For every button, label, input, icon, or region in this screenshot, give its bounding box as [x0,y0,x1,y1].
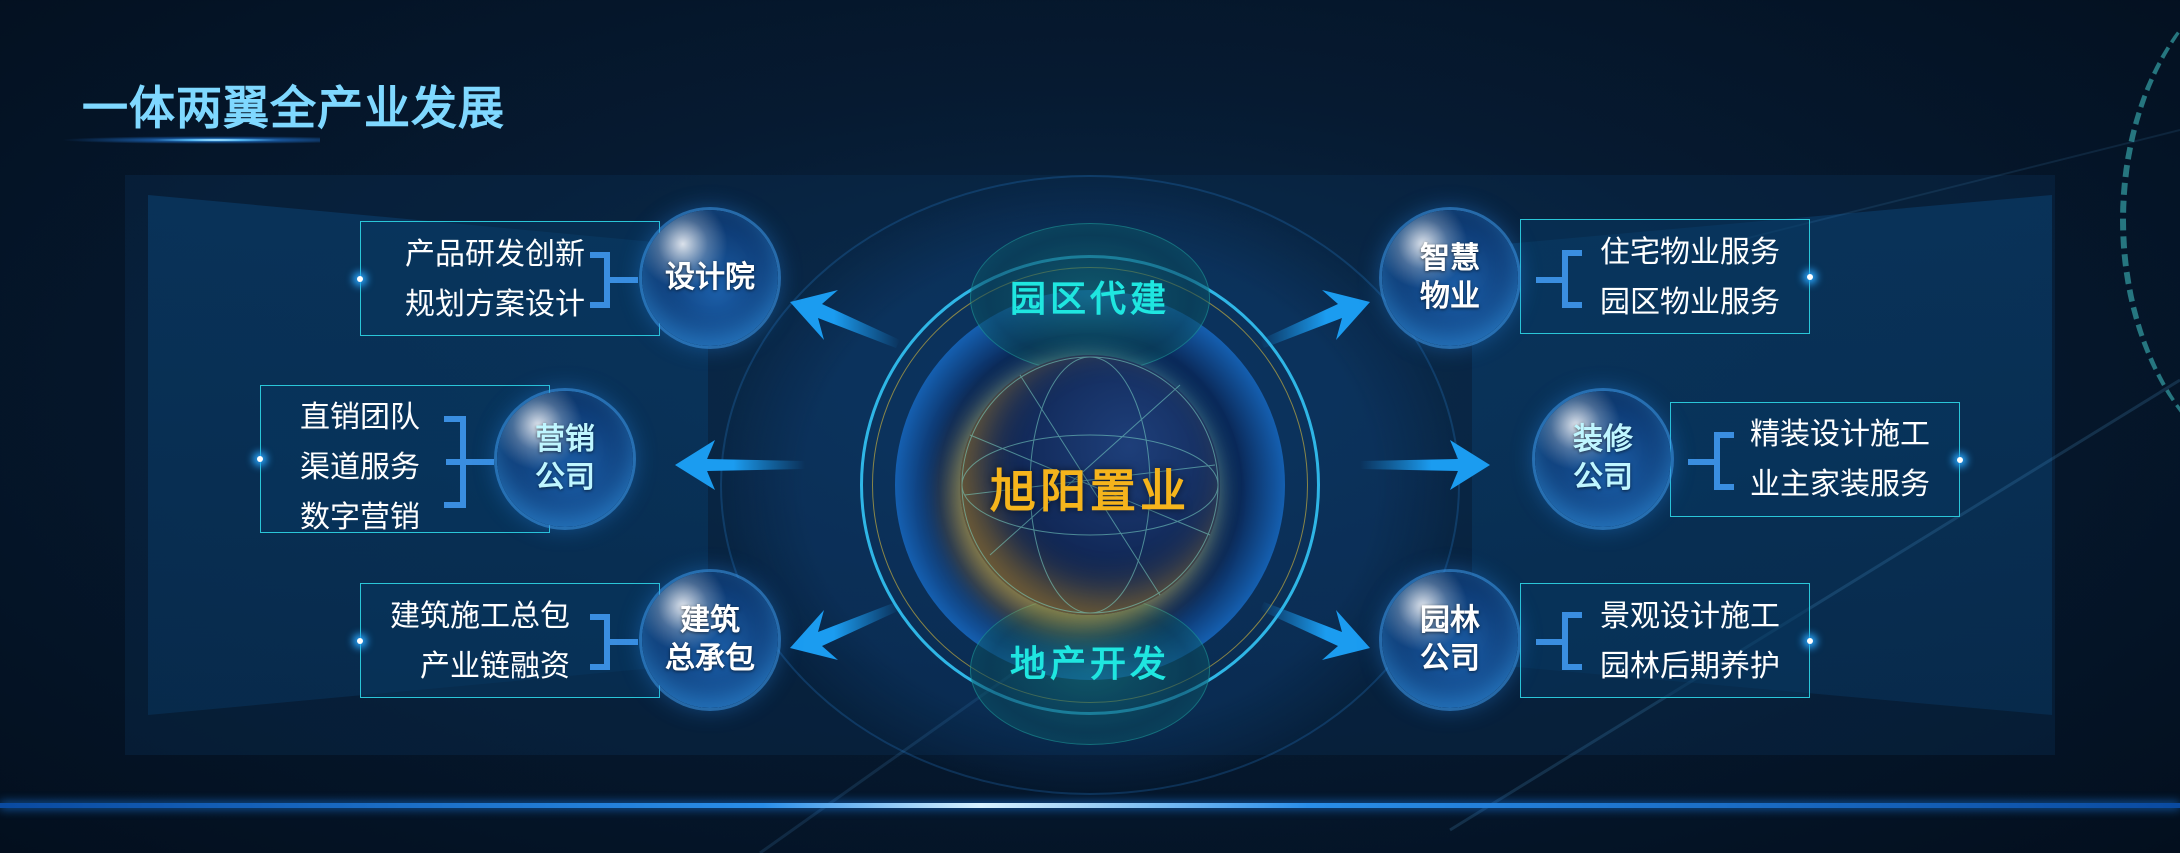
node-label: 建筑 [680,603,740,638]
list-item: 精装设计施工 [1750,417,1930,452]
node-label: 营销 [535,422,595,457]
node-bubble-decoration-company[interactable]: 装修公司 [1535,391,1671,527]
node-label: 智慧 [1420,241,1480,276]
arrow-icon-up-left [790,290,900,348]
top-wing-label: 园区代建 [1009,279,1170,320]
glow-dot [1807,273,1813,280]
bracket-connector [590,252,610,308]
glow-dot [357,275,363,282]
node-label: 公司 [1573,460,1633,495]
title-light-flare [60,136,320,144]
glow-dot [257,456,263,462]
node-bubble-construction-contracting[interactable]: 建筑总承包 [642,572,778,708]
node-label: 装修 [1573,422,1633,457]
node-label: 公司 [535,460,595,495]
list-item: 数字营销 [300,500,420,535]
list-item: 园林后期养护 [1600,649,1780,684]
node-label: 园林 [1420,603,1480,638]
bottom-glow-line [0,803,2180,808]
glow-dot [1957,456,1963,463]
right-node-3-items: 景观设计施工 园林后期养护 [1600,592,1780,692]
node-bubble-smart-property[interactable]: 智慧物业 [1382,210,1518,346]
glow-dot [357,637,363,644]
right-node-1-box [1520,219,1813,334]
left-node-1-items: 产品研发创新 规划方案设计 [385,230,585,330]
bracket-stem [446,459,494,465]
arrow-icon-down-left [790,602,900,660]
list-item: 住宅物业服务 [1600,235,1780,270]
node-bubble-marketing-company[interactable]: 营销公司 [497,391,633,527]
node-bubble-landscape-company[interactable]: 园林公司 [1382,572,1518,708]
node-label: 物业 [1420,279,1480,314]
arrow-icon-up-right [1260,290,1370,348]
list-item: 业主家装服务 [1750,467,1930,502]
node-label: 设计院 [665,260,755,295]
bracket-stem [610,277,638,283]
glow-dot [1807,637,1813,644]
bracket-connector [1562,250,1582,308]
globe-icon [960,355,1220,615]
list-item: 产业链融资 [420,649,570,684]
bottom-wing-bulb [970,595,1210,745]
bracket-connector [1562,612,1582,670]
right-node-3-box [1520,583,1813,698]
arrow-icon-right [1360,440,1490,490]
center-company-label: 旭阳置业 [990,464,1190,518]
left-node-2-items: 直销团队 渠道服务 数字营销 [300,393,420,543]
bracket-stem [610,639,638,645]
arrow-icon-down-right [1260,602,1370,660]
bottom-wing-label: 地产开发 [1009,644,1170,685]
bracket-stem [1688,459,1716,465]
bracket-connector [590,614,610,670]
node-label: 总承包 [665,641,755,676]
bracket-connector [1714,432,1734,490]
center-core: 旭阳置业 园区代建 地产开发 [720,175,1460,795]
page-title: 一体两翼全产业发展 [82,81,505,135]
list-item: 产品研发创新 [405,237,585,272]
list-item: 直销团队 [300,400,420,435]
decorative-dashed-arc [2120,0,2180,480]
list-item: 渠道服务 [300,450,420,485]
list-item: 景观设计施工 [1600,599,1780,634]
list-item: 园区物业服务 [1600,285,1780,320]
list-item: 建筑施工总包 [390,599,570,634]
arrow-icon-left [675,440,805,490]
node-bubble-design-institute[interactable]: 设计院 [642,210,778,346]
bracket-stem [1536,277,1564,283]
left-node-3-items: 建筑施工总包 产业链融资 [375,592,570,692]
list-item: 规划方案设计 [405,287,585,322]
right-node-1-items: 住宅物业服务 园区物业服务 [1600,228,1780,328]
top-wing-bulb [970,223,1210,373]
bracket-stem [1536,639,1564,645]
node-label: 公司 [1420,641,1480,676]
right-node-2-items: 精装设计施工 业主家装服务 [1750,410,1930,510]
